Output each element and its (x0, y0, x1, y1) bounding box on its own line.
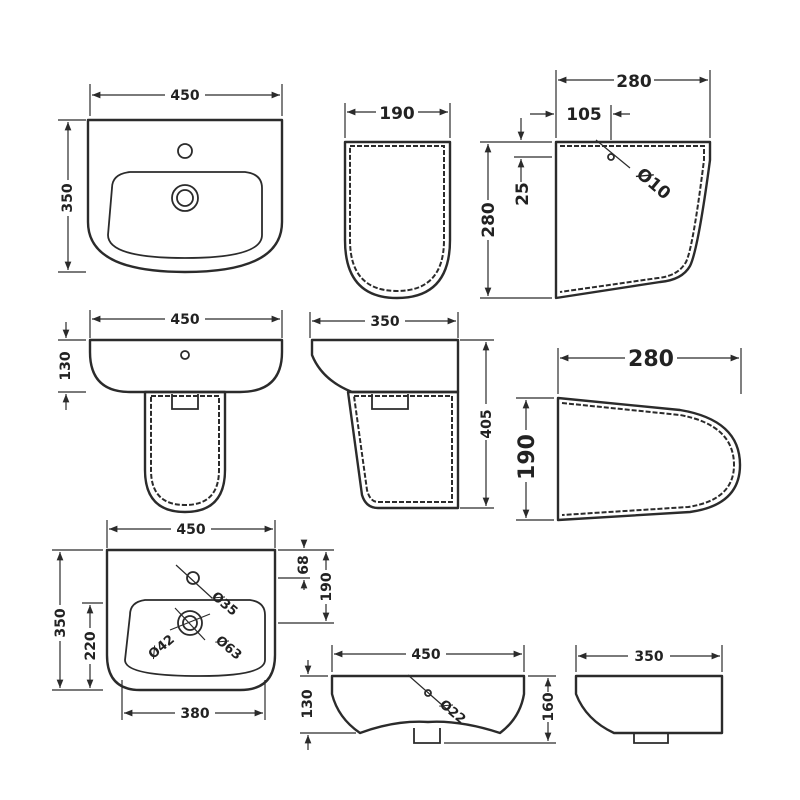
dim-basin-front-height: 130 (300, 689, 316, 718)
overflow-circle (424, 689, 432, 697)
basin-side-trap (633, 733, 669, 744)
dim-basin-front-overall: 160 (541, 692, 557, 721)
dim-waste-outer: Ø63 (212, 633, 244, 663)
front-trap (171, 394, 199, 410)
view-pedestal-plan: 280 190 (514, 346, 742, 522)
detail-waste-outer (177, 610, 203, 636)
pedestal-side-outline (554, 140, 712, 300)
dim-waste-offset: 190 (319, 572, 335, 601)
dim-detail-width: 450 (176, 522, 205, 538)
dim-pedestal-drop: 25 (513, 182, 533, 206)
basin-front-trap (413, 728, 441, 744)
dim-side-depth: 350 (370, 314, 399, 330)
dim-front-height: 130 (58, 351, 74, 380)
detail-waste-inner (182, 615, 198, 631)
dim-tap-hole: Ø35 (208, 589, 240, 619)
tap-hole-circle (177, 143, 193, 159)
dim-pedestal-hole: Ø10 (632, 164, 674, 204)
dim-plan-width: 190 (515, 434, 540, 480)
dim-detail-depth: 350 (53, 608, 69, 637)
dim-side-height: 405 (479, 409, 495, 438)
dim-waste-inner: Ø42 (146, 632, 178, 662)
dim-top-width: 450 (170, 88, 199, 104)
dim-tap-offset: 68 (296, 555, 312, 574)
detail-basin-bowl (124, 599, 266, 677)
dim-plan-depth: 280 (628, 347, 674, 372)
basin-side-outline (574, 674, 724, 735)
pedestal-side-inner (559, 145, 705, 293)
dim-basin-front-width: 450 (411, 647, 440, 663)
view-basin-top: 450 350 (58, 84, 284, 274)
pedestal-top-inner (349, 145, 445, 293)
view-pedestal-top: 190 (343, 102, 452, 300)
basin-top-bowl (107, 171, 263, 259)
dim-bowl-width: 380 (180, 706, 209, 722)
pedestal-plan-outline (556, 396, 742, 522)
pedestal-plan-inner (561, 402, 736, 516)
dim-pedestal-depth: 280 (616, 72, 652, 92)
waste-outer-circle (171, 184, 199, 212)
dim-top-depth: 350 (60, 183, 76, 212)
basin-top-outline (86, 118, 284, 274)
waste-inner-circle (176, 189, 194, 207)
side-basin-outline (310, 338, 460, 394)
pedestal-top-outline (343, 140, 452, 300)
front-tap-hole (180, 350, 190, 360)
view-basin-front: Ø22 450 130 160 (300, 645, 557, 750)
front-basin-outline (88, 338, 284, 394)
pedestal-hole-circle (607, 153, 615, 161)
view-basin-side: 350 (574, 645, 724, 744)
basin-front-outline (330, 674, 526, 735)
dim-pedestal-offset: 105 (566, 105, 602, 125)
view-side-assembly: 350 405 (309, 312, 495, 510)
dim-bowl-depth: 220 (83, 631, 99, 660)
dim-pedestal-width: 190 (379, 104, 415, 124)
dim-basin-side-depth: 350 (634, 649, 663, 665)
front-pedestal-outline (143, 390, 227, 514)
detail-tap-hole (186, 571, 200, 585)
dim-pedestal-height: 280 (479, 202, 499, 238)
view-front-assembly: 450 130 (58, 310, 284, 514)
dim-front-width: 450 (170, 312, 199, 328)
view-pedestal-side: 280 105 280 25 Ø10 (478, 70, 712, 300)
side-pedestal-outline (346, 390, 460, 510)
side-trap (371, 394, 409, 410)
side-pedestal-inner (352, 395, 453, 503)
front-pedestal-inner (150, 395, 220, 507)
view-basin-plan-detail: Ø35 Ø42 Ø63 450 350 220 380 68 19 (51, 520, 335, 722)
detail-basin-outline (105, 548, 277, 692)
